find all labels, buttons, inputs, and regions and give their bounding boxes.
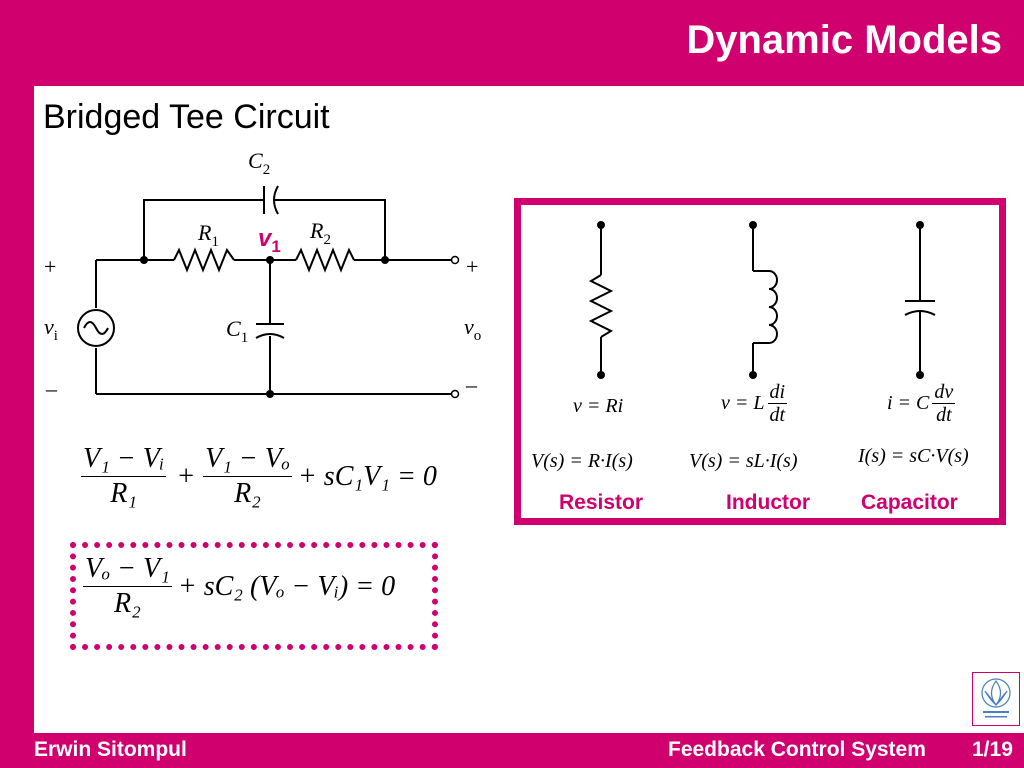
capacitor-terminal-bottom [916,371,924,379]
resistor-terminal-top [597,221,605,229]
plus-right: + [466,254,478,279]
slide-content: Bridged Tee Circuit [34,86,1024,733]
resistor-relation: v = Ri [573,395,624,417]
c2-label: C2 [248,148,270,178]
c2-plate-right [273,185,279,215]
footer-author: Erwin Sitompul [34,738,187,761]
terminal-output-bottom[interactable] [450,389,460,399]
capacitor-laplace: I(s) = sC·V(s) [858,445,969,467]
resistor-name: Resistor [559,491,644,514]
eq1-term1-denominator: R₁ [110,478,138,509]
r2-label: R2 [309,218,331,248]
ac-source [77,309,115,347]
slide-title: Dynamic Models [686,18,1002,62]
node-v1-label: v1 [258,225,281,256]
minus-left: – [45,376,58,401]
capacitor-relation-num: dv [932,381,956,404]
footer-page-number: 1/19 [972,738,1013,761]
capacitor-terminal-top [916,221,924,229]
node-v1 [266,256,274,264]
bridged-tee-circuit: C2 R1 R2 C1 vi vo v1 + – + – [44,148,481,401]
wire-top-bridge [143,199,264,260]
eq2-rest: + sC₂ (Vₒ − Vᵢ) = 0 [177,570,396,602]
ac-source-wave [83,321,109,335]
university-logo [972,672,1020,726]
c1-plate-bottom [255,333,285,339]
capacitor-name: Capacitor [861,491,958,514]
node-bottom [266,390,274,398]
inductor-terminal-top [749,221,757,229]
capacitor-relation-den: dt [936,404,952,426]
inductor-relation-den: dt [769,404,786,426]
eq2-numerator: Vₒ − V₁ [83,552,172,587]
node-right [381,256,389,264]
resistor-symbol [588,274,614,338]
eq1-rest: + sC₁V₁ = 0 [297,460,437,492]
r1-label: R1 [197,220,219,250]
element-symbols [588,221,936,379]
eq1-term1-numerator: V₁ − Vᵢ [81,442,167,477]
lotus-logo-icon [981,678,1011,718]
plus-left: + [44,254,56,279]
inductor-relation-prefix: v = L [721,392,765,414]
node-equation-2-box [70,542,438,650]
slide-subtitle: Bridged Tee Circuit [43,98,330,136]
minus-right: – [465,372,478,397]
footer-course: Feedback Control System [668,738,926,761]
resistor-laplace: V(s) = R·I(s) [531,450,633,472]
inductor-relation-num: di [767,381,788,404]
vo-label: vo [464,314,481,344]
r2-zigzag [295,247,355,273]
wire-top-bridge-right [274,199,386,260]
inductor-coil [753,270,778,344]
inductor-name: Inductor [726,491,810,514]
eq2-denominator: R₂ [114,588,141,619]
eq1-term2-denominator: R₂ [234,478,261,509]
node-left [140,256,148,264]
inductor-laplace: V(s) = sL·I(s) [689,450,798,472]
inductor-terminal-bottom [749,371,757,379]
resistor-terminal-bottom [597,371,605,379]
c1-label: C1 [226,316,248,346]
capacitor-relation-prefix: i = C [887,392,930,414]
terminal-output-top[interactable] [450,255,460,265]
vi-label: vi [44,314,58,344]
r1-zigzag [173,247,235,273]
eq1-term2-numerator: V₁ − Vₒ [203,442,292,477]
